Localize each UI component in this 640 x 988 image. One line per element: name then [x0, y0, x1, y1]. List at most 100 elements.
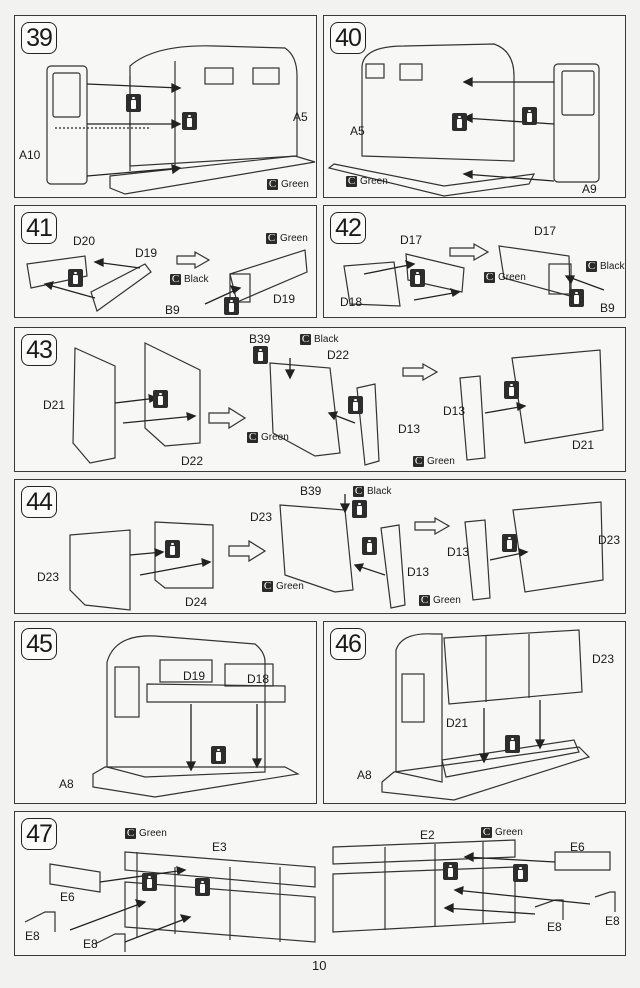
part-label-d24: D24 [185, 595, 208, 609]
part-label-e6: E6 [570, 840, 585, 854]
part-label-d13: D13 [398, 422, 421, 436]
part-label-d17: D17 [534, 224, 557, 238]
part-label-a9: A9 [582, 182, 597, 196]
cement-icon [253, 346, 268, 364]
part-label-d23: D23 [250, 510, 273, 524]
part-label-d13: D13 [407, 565, 430, 579]
part-label-a10: A10 [19, 148, 41, 162]
part-label-a5: A5 [293, 110, 308, 124]
step-number: 42 [330, 212, 366, 244]
cab-fuel-tank-install-illustration [381, 629, 591, 801]
part-label-a8: A8 [357, 768, 372, 782]
cement-icon [142, 873, 157, 891]
cement-icon [348, 396, 363, 414]
cab-rear-door-illustration [327, 43, 600, 197]
paint-chip-icon: C [481, 826, 492, 838]
cement-icon [224, 297, 239, 315]
part-label-e8: E8 [25, 929, 40, 943]
part-label-d18: D18 [340, 295, 363, 309]
paint-chip-icon: C [353, 485, 364, 497]
part-label-e3: E3 [212, 840, 227, 854]
part-label-d18: D18 [247, 672, 270, 686]
paint-chip-icon: C [346, 175, 357, 187]
part-label-b39: B39 [300, 484, 322, 498]
page-number: 10 [312, 958, 327, 973]
paint-chip-icon: C [484, 271, 495, 283]
part-label-d19: D19 [135, 246, 158, 260]
step-45-panel: 45 D19 D18 A8 [14, 621, 317, 804]
cab-toolbox-install-illustration [92, 635, 300, 798]
part-label-d17: D17 [400, 233, 423, 247]
cement-icon [126, 94, 141, 112]
cement-icon [195, 878, 210, 896]
step-number: 40 [330, 22, 366, 54]
paint-chip-icon: C [586, 260, 597, 272]
step-number: 41 [21, 212, 57, 244]
part-label-d21: D21 [446, 716, 469, 730]
fuel-tank-assembly-illustration [72, 342, 604, 466]
cargo-side-panel-illustration [24, 839, 616, 952]
part-label-b9: B9 [600, 301, 615, 315]
part-label-d22: D22 [327, 348, 350, 362]
paint-chip-icon: C [247, 431, 258, 443]
part-label-e8: E8 [605, 914, 620, 928]
part-label-d19: D19 [183, 669, 206, 683]
cement-icon [410, 269, 425, 287]
toolbox-assembly-illustration [26, 249, 308, 312]
cement-icon [569, 289, 584, 307]
paint-chip-icon: C [267, 178, 278, 190]
cement-icon [452, 113, 467, 131]
cement-icon [165, 540, 180, 558]
part-label-d21: D21 [43, 398, 66, 412]
cement-icon [211, 746, 226, 764]
step-number: 47 [21, 818, 57, 850]
fuel-tank-assembly-illustration [69, 494, 604, 611]
part-label-d20: D20 [73, 234, 96, 248]
part-label-d13: D13 [443, 404, 466, 418]
part-label-d13: D13 [447, 545, 470, 559]
paint-chip-icon: C [419, 594, 430, 606]
part-label-a8: A8 [59, 777, 74, 791]
cab-rear-door-illustration [46, 45, 316, 195]
part-label-b9: B9 [165, 303, 180, 317]
step-46-panel: 46 D23 D21 A8 [323, 621, 626, 804]
paint-chip-icon: C [170, 273, 181, 285]
paint-chip-icon: C [413, 455, 424, 467]
part-label-e8: E8 [83, 937, 98, 951]
step-47-panel: 47 E3 E6 E8 E8 E2 E6 E [14, 811, 626, 956]
cement-icon [443, 862, 458, 880]
part-label-a5: A5 [350, 124, 365, 138]
cement-icon [522, 107, 537, 125]
part-label-d19: D19 [273, 292, 296, 306]
cement-icon [504, 381, 519, 399]
step-number: 43 [21, 334, 57, 366]
cement-icon [182, 112, 197, 130]
part-label-d23: D23 [592, 652, 615, 666]
paint-chip-icon: C [266, 232, 277, 244]
cement-icon [68, 269, 83, 287]
step-number: 39 [21, 22, 57, 54]
part-label-e2: E2 [420, 828, 435, 842]
part-label-e8: E8 [547, 920, 562, 934]
paint-chip-icon: C [125, 827, 136, 839]
paint-chip-icon: C [262, 580, 273, 592]
step-number: 45 [21, 628, 57, 660]
part-label-e6: E6 [60, 890, 75, 904]
part-label-d21: D21 [572, 438, 595, 452]
